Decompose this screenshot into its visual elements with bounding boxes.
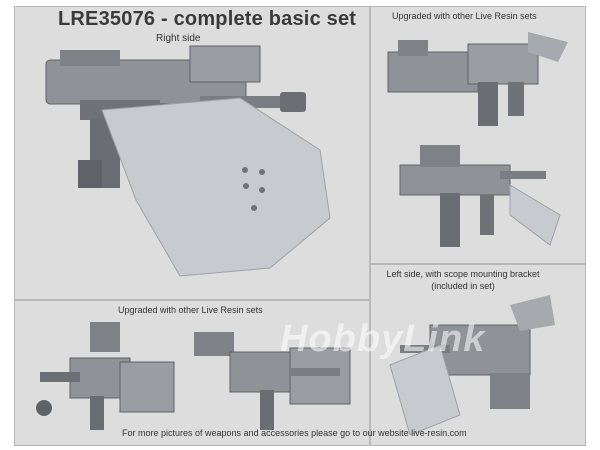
- top-right-model-image: [378, 22, 578, 132]
- middle-right-model-image: [380, 135, 570, 255]
- bottom-left-model-a-image: [30, 322, 190, 432]
- left-side-model-image: [380, 295, 570, 435]
- product-title: LRE35076 - complete basic set: [58, 8, 357, 30]
- caption-upgraded-top: Upgraded with other Live Resin sets: [392, 11, 537, 21]
- caption-left-side-line1: Left side, with scope mounting bracket: [386, 269, 540, 279]
- footer-text: For more pictures of weapons and accesso…: [122, 428, 467, 438]
- caption-left-side: Left side, with scope mounting bracket (…: [363, 268, 563, 292]
- watermark-text: HobbyLink: [280, 318, 486, 360]
- caption-upgraded-bottom: Upgraded with other Live Resin sets: [118, 305, 263, 315]
- caption-right-side: Right side: [156, 33, 201, 44]
- main-model-image: [40, 40, 340, 280]
- caption-left-side-line2: (included in set): [431, 281, 495, 291]
- bottom-left-model-b-image: [190, 322, 360, 432]
